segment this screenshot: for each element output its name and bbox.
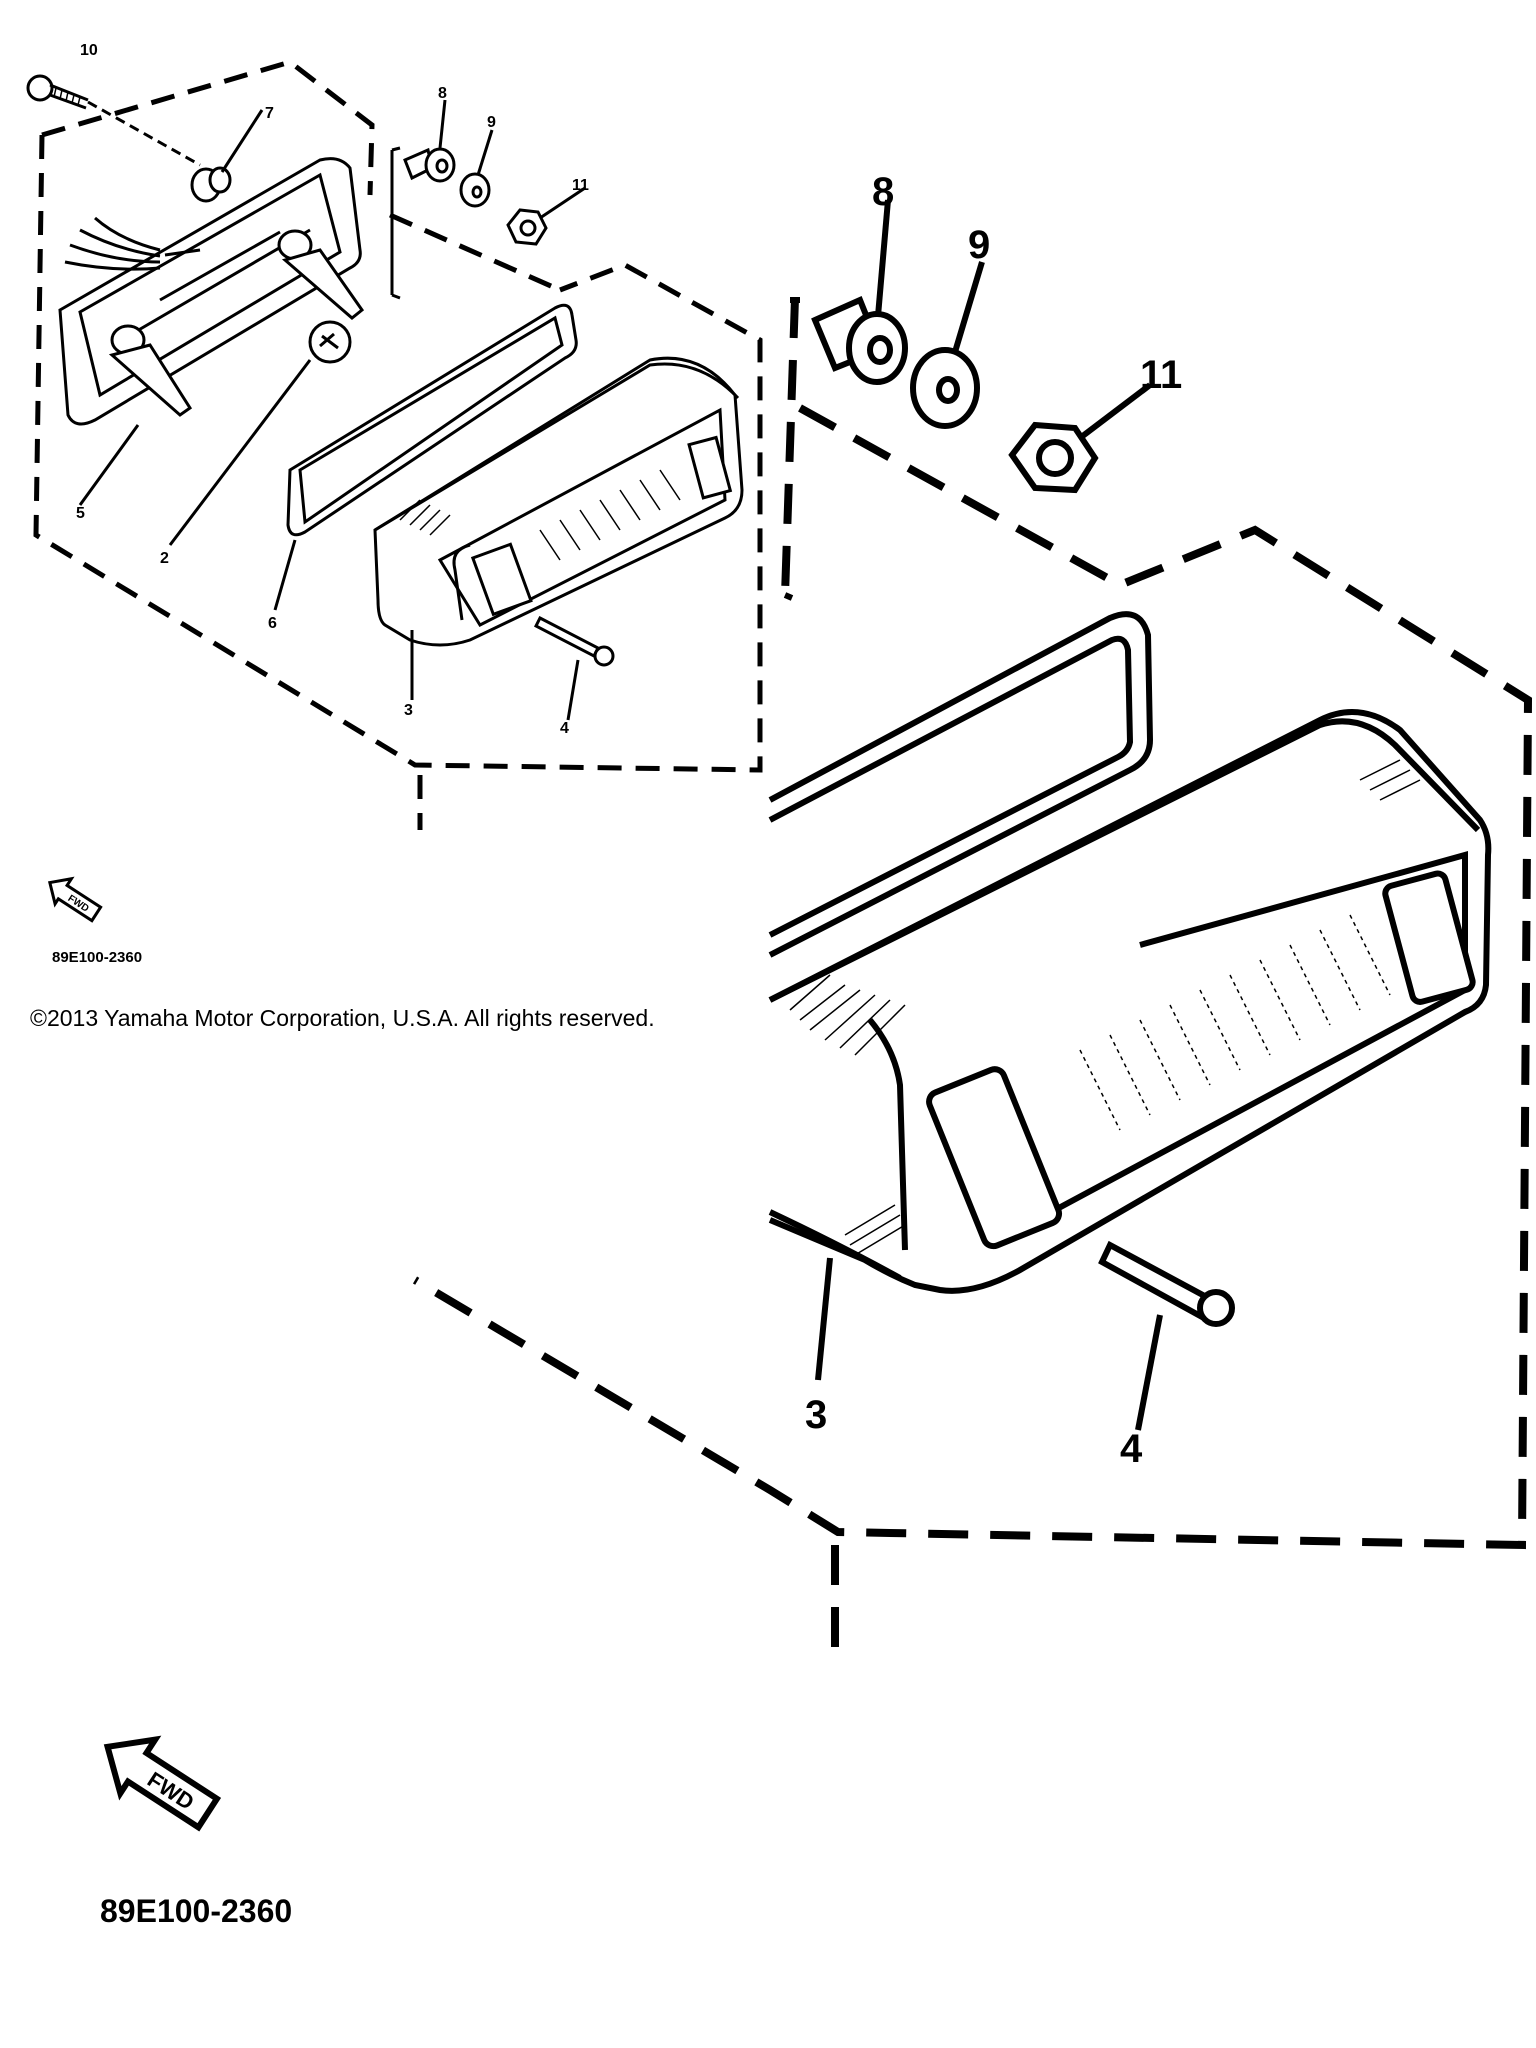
washer-9-large — [910, 261, 985, 429]
copyright-notice: ©2013 Yamaha Motor Corporation, U.S.A. A… — [30, 1005, 655, 1031]
housing-5 — [58, 157, 365, 506]
bulb-2 — [168, 320, 352, 546]
callout-6: 6 — [268, 615, 277, 632]
washer-9-small — [459, 129, 494, 208]
screw-4-large — [1098, 1240, 1235, 1431]
gasket-6-large — [768, 611, 1154, 958]
detail-diagram: 8 9 11 3 4 FWD 89E100-2360 — [100, 170, 1533, 1929]
callout-11: 11 — [572, 177, 589, 194]
callout-5: 5 — [76, 505, 85, 522]
diagram-code-small: 89E100-2360 — [52, 949, 142, 966]
lens-3-large — [768, 709, 1492, 1381]
pin-8-large — [811, 199, 908, 385]
callout-10: 10 — [80, 42, 98, 59]
callout-11-large: 11 — [1140, 353, 1182, 397]
callout-9: 9 — [487, 114, 496, 131]
diagram-code-large: 89E100-2360 — [100, 1893, 292, 1929]
gasket-6 — [273, 303, 578, 611]
nut-11-small — [506, 186, 586, 246]
callout-8: 8 — [438, 85, 447, 102]
callout-4: 4 — [560, 720, 569, 737]
bolt-10 — [26, 74, 201, 167]
callout-7: 7 — [265, 105, 274, 122]
callout-8-large: 8 — [872, 170, 894, 214]
callout-2: 2 — [160, 550, 169, 567]
callout-9-large: 9 — [968, 223, 990, 267]
nut-11-large — [1008, 382, 1152, 494]
overview-diagram: 10 7 8 9 11 5 2 6 3 4 FWD 89E100-2360 — [26, 42, 763, 966]
pin-8-small — [403, 99, 456, 183]
lens-3 — [373, 356, 744, 700]
callout-4-large: 4 — [1120, 1427, 1143, 1471]
fwd-arrow-icon: FWD — [47, 876, 103, 923]
callout-3-large: 3 — [805, 1393, 827, 1437]
screw-4 — [533, 615, 615, 721]
callout-3: 3 — [404, 702, 413, 719]
fwd-arrow-icon: FWD — [103, 1735, 222, 1832]
grommet-7 — [190, 109, 264, 203]
